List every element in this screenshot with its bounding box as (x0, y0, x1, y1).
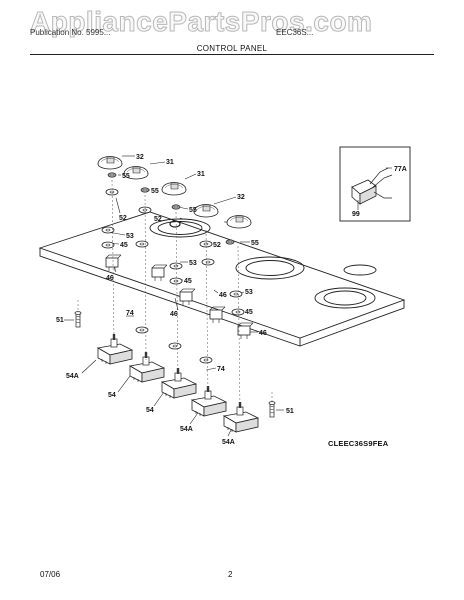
callout: 53 (245, 289, 253, 296)
washer (201, 258, 215, 266)
control-knob (226, 215, 252, 229)
callout: 46 (106, 275, 114, 282)
washer (101, 241, 115, 249)
hex-nut (171, 204, 181, 210)
callout: 46 (170, 311, 178, 318)
callout: 45 (120, 242, 128, 249)
page-number: 2 (228, 570, 233, 579)
control-knob (193, 204, 219, 218)
callout: 54A (222, 439, 235, 446)
control-switch (129, 351, 165, 383)
callout: 31 (166, 159, 174, 166)
callout: 99 (352, 211, 360, 218)
mounting-screw (74, 311, 82, 328)
callout: 32 (237, 194, 245, 201)
callout: 52 (154, 216, 162, 223)
watermark-logo: AppliancePartsPros.com (30, 6, 373, 38)
control-switch (223, 401, 259, 433)
callout: 55 (151, 188, 159, 195)
callout: 74 (126, 310, 134, 317)
callout: 46 (259, 330, 267, 337)
burner-elements (149, 218, 377, 309)
control-knob (97, 156, 123, 170)
control-switch (161, 367, 197, 399)
callout: 51 (56, 317, 64, 324)
mounting-screw (268, 401, 276, 418)
inset-detail-box (339, 146, 411, 222)
footer-date: 07/06 (40, 570, 61, 579)
callout: 53 (189, 260, 197, 267)
callout: 51 (286, 408, 294, 415)
washer (168, 342, 182, 350)
washer (135, 326, 149, 334)
washer (229, 290, 243, 298)
washer (231, 308, 245, 316)
control-switch (191, 385, 227, 417)
callout: 74 (217, 366, 225, 373)
callout: 45 (184, 278, 192, 285)
callout: 54 (146, 407, 154, 414)
callout: 55 (189, 207, 197, 214)
callout: 54A (66, 373, 79, 380)
infinite-switch (179, 288, 196, 306)
page-title: CONTROL PANEL (196, 44, 268, 53)
hex-nut (140, 187, 150, 193)
callout: 46 (219, 292, 227, 299)
washer (101, 226, 115, 234)
callout: 52 (119, 215, 127, 222)
callout-labels: 32 31 55 31 55 52 55 32 52 53 45 46 55 5… (56, 154, 407, 446)
control-knob (161, 182, 187, 196)
callout: 45 (245, 309, 253, 316)
callout: 53 (126, 233, 134, 240)
callout: 55 (122, 173, 130, 180)
callout: 55 (251, 240, 259, 247)
diagram-model-code: CLEEC36S9FEA (328, 439, 389, 448)
hex-nut (225, 239, 235, 245)
callout: 52 (213, 242, 221, 249)
washer (135, 240, 149, 248)
hex-nut (107, 172, 117, 178)
callout: 54 (108, 392, 116, 399)
callout: 54A (180, 426, 193, 433)
washer (199, 356, 213, 364)
washer (169, 277, 183, 285)
publication-label: Publication No. 5995... (30, 28, 111, 37)
header-divider (30, 54, 434, 55)
callout: 77A (394, 166, 407, 173)
callout: 32 (136, 154, 144, 161)
washer (169, 262, 183, 270)
model-number-label: EEC36S... (276, 28, 314, 37)
infinite-switch (151, 264, 168, 282)
callout: 31 (197, 171, 205, 178)
assembly-centerlines (77, 179, 273, 411)
control-switch (97, 333, 133, 365)
infinite-switch (105, 254, 122, 272)
cooktop-glass (38, 211, 406, 347)
